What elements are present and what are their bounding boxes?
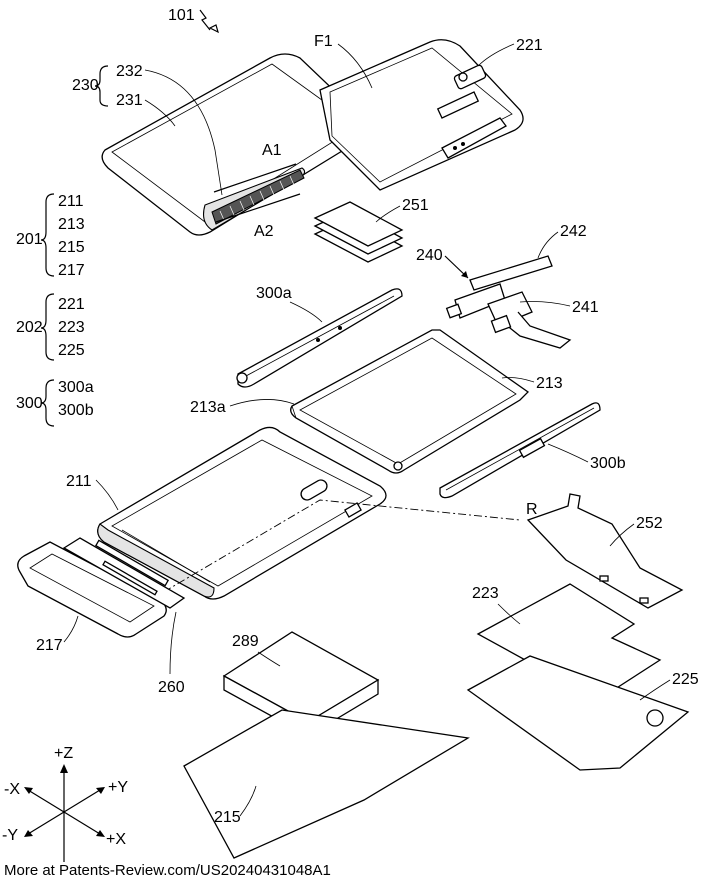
label-300b: 300b <box>58 402 94 419</box>
label-r: R <box>526 501 538 518</box>
label-215-part: 215 <box>214 809 241 826</box>
label-221-top: 221 <box>516 37 543 54</box>
label-213a: 213a <box>190 399 226 416</box>
label-221: 221 <box>58 296 85 313</box>
housing-211 <box>97 426 387 600</box>
label-217-part: 217 <box>36 637 63 654</box>
label-289: 289 <box>232 633 259 650</box>
label-300a: 300a <box>58 379 94 396</box>
coordinate-axes <box>24 764 105 862</box>
endcap-217 <box>17 541 167 638</box>
bracket-260 <box>62 537 186 609</box>
label-223-part: 223 <box>472 585 499 602</box>
axis-r-line <box>149 499 521 601</box>
assembly-240 <box>445 255 572 349</box>
ref-101-label: 101 <box>168 7 195 24</box>
label-213: 213 <box>58 216 85 233</box>
label-202: 202 <box>16 319 43 336</box>
rail-300a <box>236 288 403 388</box>
plate-225 <box>466 655 690 771</box>
label-242: 242 <box>560 223 587 240</box>
label-223: 223 <box>58 319 85 336</box>
label-211-part: 211 <box>66 473 92 490</box>
label-a2: A2 <box>254 223 274 240</box>
label-f1: F1 <box>314 33 333 50</box>
label-217: 217 <box>58 262 85 279</box>
label-251: 251 <box>402 197 429 214</box>
back-plate-221 <box>319 39 524 191</box>
component-251 <box>313 201 404 263</box>
axis-plus-y: +Y <box>108 779 128 796</box>
label-260: 260 <box>158 679 185 696</box>
frame-213 <box>290 329 530 474</box>
label-215: 215 <box>58 239 85 256</box>
display-230 <box>101 53 369 236</box>
ref-101-arrow <box>199 9 211 31</box>
axis-plus-x: +X <box>106 831 126 848</box>
label-300: 300 <box>16 395 43 412</box>
axis-minus-x: -X <box>4 781 20 798</box>
label-232: 232 <box>116 63 143 80</box>
label-201: 201 <box>16 231 43 248</box>
label-a1: A1 <box>262 142 282 159</box>
label-231: 231 <box>116 92 143 109</box>
label-225: 225 <box>58 342 85 359</box>
label-300b-part: 300b <box>590 455 626 472</box>
label-225-part: 225 <box>672 671 699 688</box>
label-213-part: 213 <box>536 375 563 392</box>
label-230: 230 <box>72 77 99 94</box>
sheet-215 <box>183 709 470 859</box>
plate-252 <box>526 493 684 609</box>
label-252: 252 <box>636 515 663 532</box>
label-240: 240 <box>416 247 443 264</box>
label-300a-part: 300a <box>256 285 292 302</box>
source-footer: More at Patents-Review.com/US20240431048… <box>4 862 331 879</box>
rail-300b <box>439 402 601 499</box>
label-241: 241 <box>572 299 599 316</box>
axis-plus-z: +Z <box>54 745 73 762</box>
label-211: 211 <box>58 193 84 210</box>
axis-minus-y: -Y <box>2 827 18 844</box>
